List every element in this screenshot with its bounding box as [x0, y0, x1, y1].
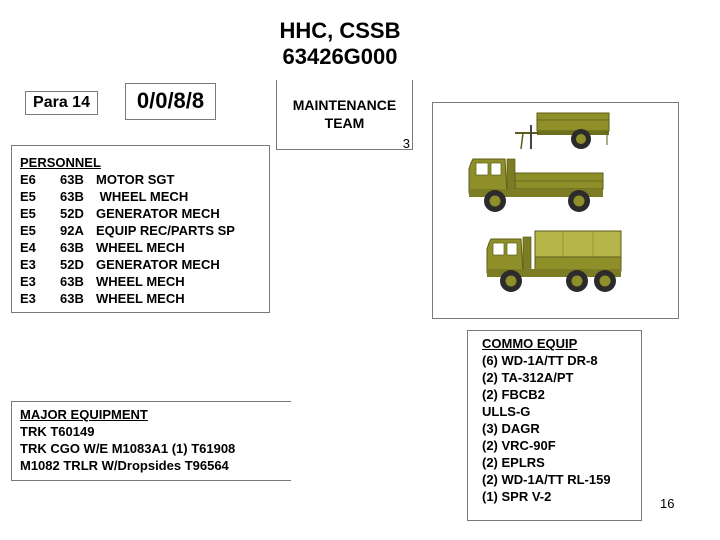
position-title: WHEEL MECH — [96, 240, 185, 255]
team-name-line1: MAINTENANCE — [292, 97, 397, 113]
grade: E5 — [20, 223, 36, 238]
personnel-row: E5 52D GENERATOR MECH — [20, 205, 269, 222]
personnel-row: E3 52D GENERATOR MECH — [20, 256, 269, 273]
commo-item: (2) EPLRS — [482, 455, 545, 470]
grade: E4 — [20, 240, 36, 255]
major-equipment-box: MAJOR EQUIPMENT TRK T60149 TRK CGO W/E M… — [11, 401, 291, 481]
team-name: MAINTENANCE TEAM — [277, 96, 412, 132]
grade: E3 — [20, 291, 36, 306]
team-count: 3 — [402, 136, 410, 151]
mos: 63B — [60, 172, 84, 187]
page-number: 16 — [660, 496, 675, 511]
personnel-heading: PERSONNEL — [20, 155, 101, 170]
personnel-row: E5 92A EQUIP REC/PARTS SP — [20, 222, 269, 239]
commo-item: (2) FBCB2 — [482, 387, 545, 402]
position-title: MOTOR SGT — [96, 172, 175, 187]
vehicle-images-box — [432, 102, 679, 319]
major-equipment-item: M1082 TRLR W/Dropsides T96564 — [20, 458, 229, 473]
position-title: GENERATOR MECH — [96, 257, 220, 272]
grade: E3 — [20, 257, 36, 272]
commo-item: (6) WD-1A/TT DR-8 — [482, 353, 598, 368]
major-equipment-item: TRK CGO W/E M1083A1 (1) T61908 — [20, 441, 236, 456]
mos: 52D — [60, 257, 84, 272]
commo-item: ULLS-G — [482, 404, 531, 419]
grade: E6 — [20, 172, 36, 187]
title-code: 63426G000 — [282, 44, 398, 69]
cargo-truck-icon — [468, 158, 604, 212]
strength-code-box: 0/0/8/8 — [125, 83, 216, 120]
commo-item: (2) VRC-90F — [482, 438, 556, 453]
personnel-row: E4 63B WHEEL MECH — [20, 239, 269, 256]
personnel-row: E3 63B WHEEL MECH — [20, 290, 269, 307]
major-equipment-heading: MAJOR EQUIPMENT — [20, 407, 148, 422]
mos: 52D — [60, 206, 84, 221]
position-title: WHEEL MECH — [96, 291, 185, 306]
grade: E5 — [20, 206, 36, 221]
personnel-row: E6 63B MOTOR SGT — [20, 171, 269, 188]
grade: E3 — [20, 274, 36, 289]
mos: 92A — [60, 223, 84, 238]
major-equipment-item: TRK T60149 — [20, 424, 95, 439]
commo-item: (3) DAGR — [482, 421, 540, 436]
commo-item: (1) SPR V-2 — [482, 489, 552, 504]
mos: 63B — [60, 189, 84, 204]
personnel-row: E5 63B WHEEL MECH — [20, 188, 269, 205]
page-title: HHC, CSSB 63426G000 — [240, 18, 440, 70]
team-name-line2: TEAM — [324, 115, 365, 131]
position-title: GENERATOR MECH — [96, 206, 220, 221]
position-title: WHEEL MECH — [96, 189, 189, 204]
grade: E5 — [20, 189, 36, 204]
title-unit: HHC, CSSB — [279, 18, 401, 43]
mos: 63B — [60, 274, 84, 289]
personnel-box: PERSONNEL E6 63B MOTOR SGT E5 63B WHEEL MEC… — [11, 145, 270, 313]
trailer-icon — [515, 112, 610, 150]
commo-item: (2) WD-1A/TT RL-159 — [482, 472, 611, 487]
covered-cargo-truck-icon — [486, 230, 622, 292]
mos: 63B — [60, 291, 84, 306]
commo-equip-box: COMMO EQUIP (6) WD-1A/TT DR-8 (2) TA-312… — [467, 330, 642, 521]
para-label: Para 14 — [33, 94, 90, 111]
para-label-box: Para 14 — [25, 91, 98, 115]
personnel-row: E3 63B WHEEL MECH — [20, 273, 269, 290]
commo-item: (2) TA-312A/PT — [482, 370, 574, 385]
team-box: MAINTENANCE TEAM 3 — [276, 80, 413, 151]
position-title: EQUIP REC/PARTS SP — [96, 223, 235, 238]
position-title: WHEEL MECH — [96, 274, 185, 289]
strength-code: 0/0/8/8 — [136, 88, 205, 113]
commo-heading: COMMO EQUIP — [482, 336, 578, 351]
mos: 63B — [60, 240, 84, 255]
